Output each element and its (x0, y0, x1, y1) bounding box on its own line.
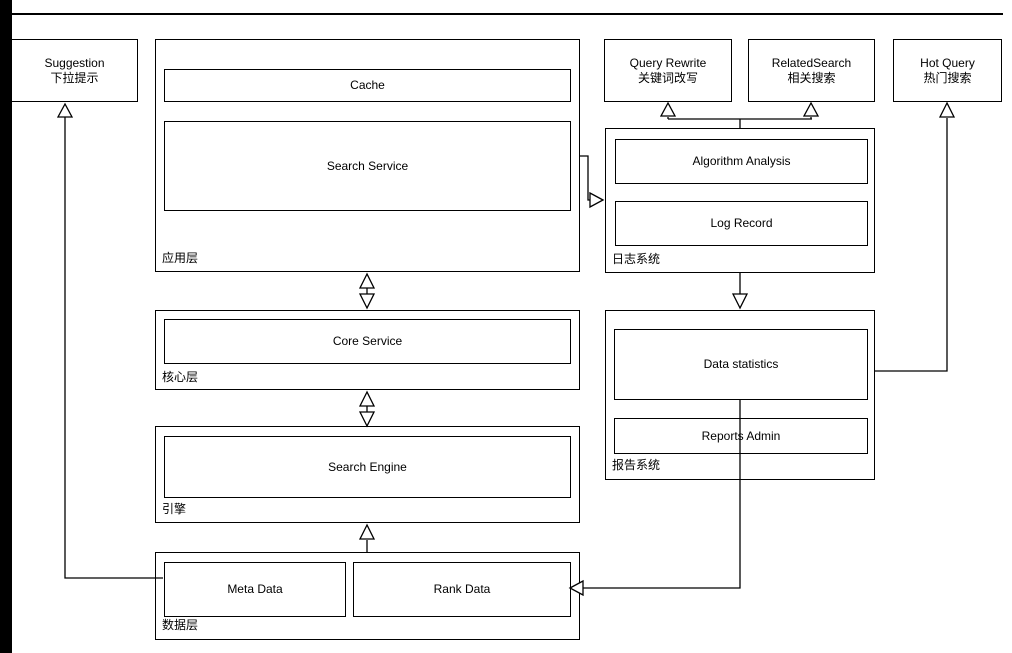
top-divider-line (11, 13, 1003, 15)
node-rank-data: Rank Data (353, 562, 571, 617)
group-log-system-label: 日志系统 (612, 252, 661, 266)
group-data-layer-label: 数据层 (162, 618, 199, 632)
node-core-service: Core Service (164, 319, 571, 364)
node-search-service-label: Search Service (326, 158, 409, 173)
node-suggestion-subtitle: 下拉提示 (50, 70, 99, 85)
node-search-engine-label: Search Engine (328, 459, 407, 474)
node-related-search: RelatedSearch 相关搜索 (748, 39, 875, 102)
group-report-system-label: 报告系统 (612, 458, 661, 472)
connector-data-to-engine (358, 523, 376, 552)
node-algorithm-analysis: Algorithm Analysis (615, 139, 868, 184)
node-query-rewrite-subtitle: 关键词改写 (637, 70, 698, 85)
left-black-bar (0, 0, 12, 653)
connector-metadata-to-suggestion (56, 102, 163, 579)
node-data-statistics-label: Data statistics (703, 357, 779, 371)
group-engine-layer: Search Engine 引擎 (155, 426, 580, 523)
node-reports-admin: Reports Admin (614, 418, 868, 454)
node-rank-data-label: Rank Data (433, 582, 491, 596)
group-app-layer-label: 应用层 (162, 251, 199, 265)
node-data-statistics: Data statistics (614, 329, 868, 400)
connector-logsystem-to-reportsystem (731, 273, 749, 310)
node-core-service-label: Core Service (332, 334, 403, 348)
node-query-rewrite: Query Rewrite 关键词改写 (604, 39, 732, 102)
connector-app-core-bidirectional (358, 272, 376, 310)
group-engine-layer-label: 引擎 (162, 502, 187, 516)
connector-searchservice-to-logsystem (579, 155, 605, 209)
node-cache-label: Cache (350, 78, 385, 92)
node-hot-query: Hot Query 热门搜索 (893, 39, 1002, 102)
node-reports-admin-label: Reports Admin (701, 428, 781, 443)
node-meta-data-label: Meta Data (227, 582, 283, 596)
node-hot-query-subtitle: 热门搜索 (923, 70, 972, 85)
node-hot-query-title: Hot Query (920, 55, 975, 70)
group-data-layer: Meta Data Rank Data 数据层 (155, 552, 580, 640)
connector-logsystem-to-queryrewrite-relatedsearch (659, 101, 820, 128)
node-log-record-label: Log Record (710, 216, 773, 230)
node-algorithm-analysis-label: Algorithm Analysis (692, 154, 791, 168)
node-cache: Cache (164, 69, 571, 102)
group-app-layer: Cache Search Service 应用层 (155, 39, 580, 272)
connector-core-engine-bidirectional (358, 390, 376, 428)
connector-reportsystem-to-hotquery (875, 101, 956, 372)
node-search-engine: Search Engine (164, 436, 571, 498)
node-suggestion-title: Suggestion (44, 55, 105, 70)
node-log-record: Log Record (615, 201, 868, 246)
group-core-layer: Core Service 核心层 (155, 310, 580, 390)
node-suggestion: Suggestion 下拉提示 (11, 39, 138, 102)
group-report-system: Data statistics Reports Admin 报告系统 (605, 310, 875, 480)
node-search-service: Search Service (164, 121, 571, 211)
node-query-rewrite-title: Query Rewrite (629, 55, 707, 70)
node-related-search-title: RelatedSearch (771, 55, 852, 70)
group-core-layer-label: 核心层 (162, 370, 199, 384)
group-log-system: Algorithm Analysis Log Record 日志系统 (605, 128, 875, 273)
node-meta-data: Meta Data (164, 562, 346, 617)
node-related-search-subtitle: 相关搜索 (787, 70, 836, 85)
